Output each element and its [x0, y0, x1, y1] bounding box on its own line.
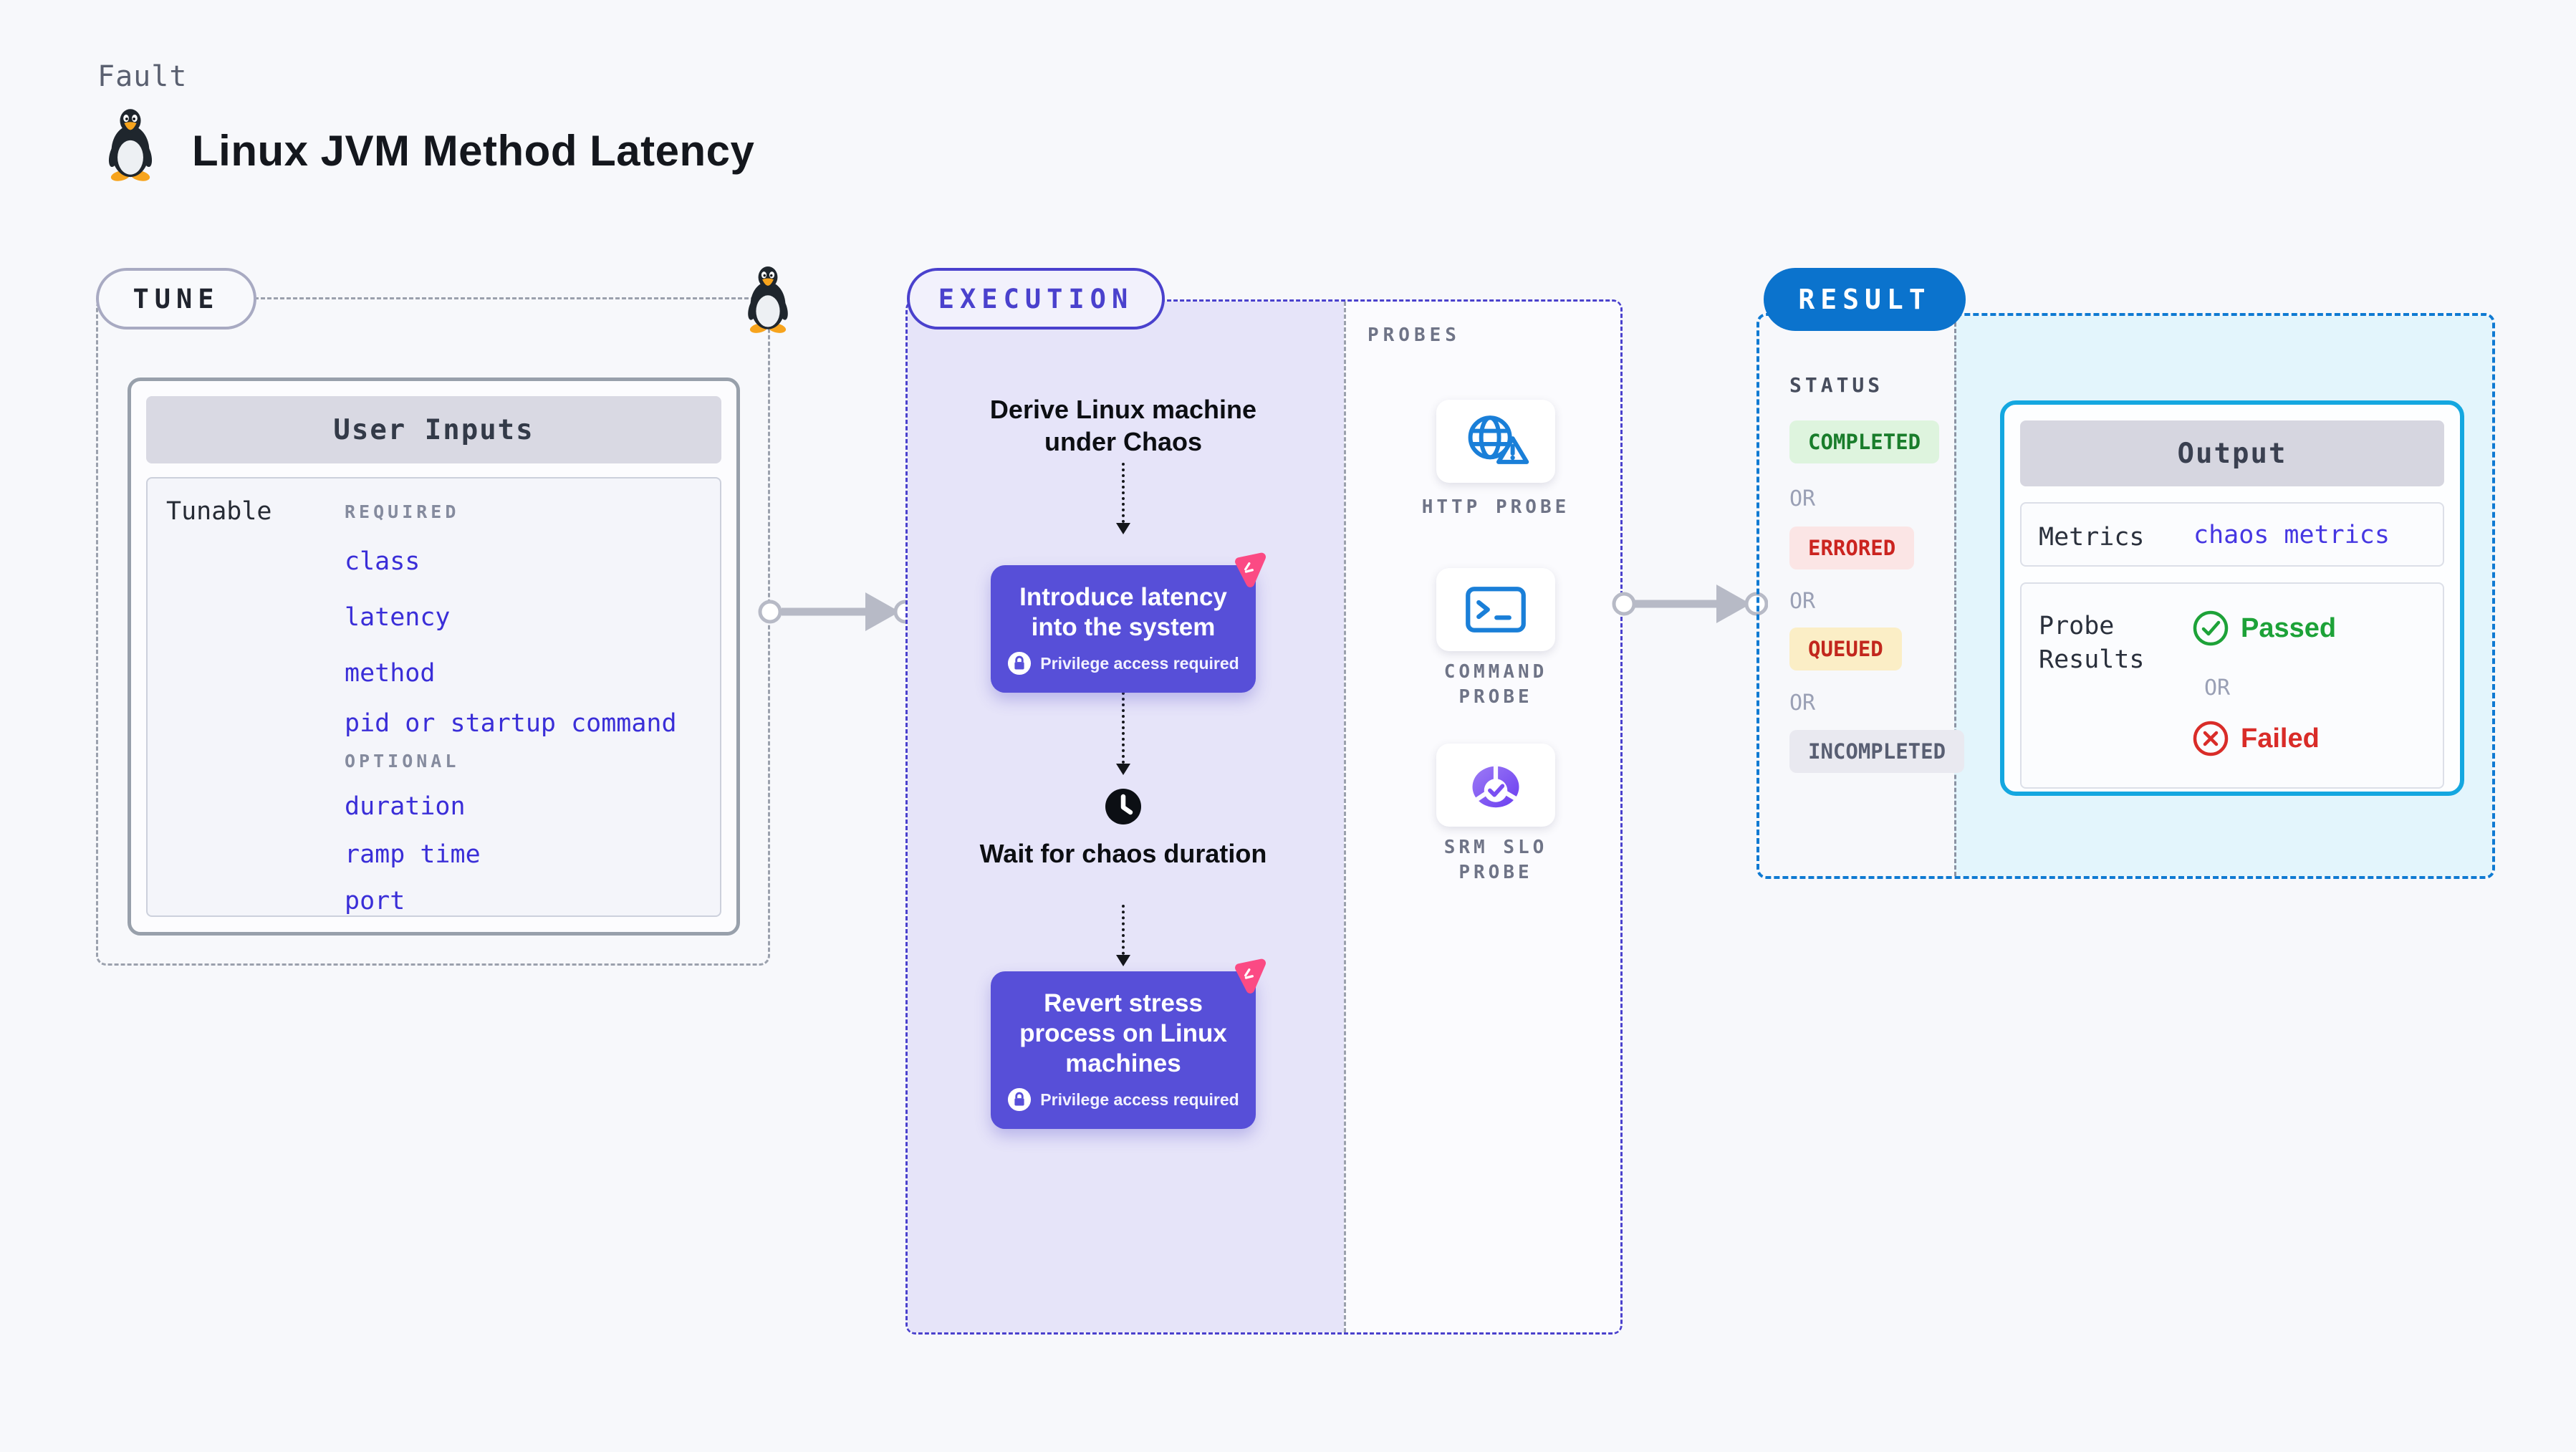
- output-table: Output Metrics chaos metrics Probe Resul…: [2000, 400, 2464, 796]
- slo-donut-check-icon: [1472, 764, 1519, 808]
- clock-icon: [1105, 788, 1142, 825]
- optional-group-label: OPTIONAL: [345, 751, 460, 771]
- tunable-link-class[interactable]: class: [345, 547, 420, 576]
- execution-badge: EXECUTION: [907, 268, 1165, 330]
- probe-results-label: Probe Results: [2039, 612, 2145, 675]
- flow-arrow-3: [1116, 905, 1130, 966]
- verdict-passed: Passed: [2192, 610, 2336, 647]
- result-badge: RESULT: [1764, 268, 1966, 331]
- check-circle-icon: [2193, 610, 2229, 646]
- http-probe-card: [1436, 400, 1555, 483]
- user-inputs-title: User Inputs: [146, 396, 721, 463]
- metrics-row: Metrics chaos metrics: [2020, 502, 2444, 567]
- tunable-link-latency[interactable]: latency: [345, 603, 451, 632]
- user-inputs-table: User Inputs Tunable REQUIRED class laten…: [128, 378, 740, 936]
- command-probe-card: [1436, 568, 1555, 651]
- http-probe-label: HTTP PROBE: [1421, 496, 1570, 518]
- x-circle-icon: [2193, 721, 2229, 756]
- action-introduce-latency: Introduce latency into the system Privil…: [991, 565, 1256, 693]
- linux-penguin-icon-small: [739, 264, 797, 334]
- metrics-label: Metrics: [2039, 523, 2145, 552]
- connector-arrow-execution-result: [1612, 585, 1768, 623]
- step-derive-text: Derive Linux machine under Chaos: [989, 395, 1257, 456]
- tunable-link-pid[interactable]: pid or startup command: [345, 709, 677, 738]
- execution-section: Derive Linux machine under Chaos Introdu…: [905, 299, 1623, 1335]
- or-separator: OR: [1789, 486, 1816, 511]
- required-group-label: REQUIRED: [345, 501, 460, 522]
- chaos-mark-icon: [1226, 547, 1269, 590]
- action-title: Introduce latency into the system: [1019, 583, 1227, 641]
- tunable-link-ramp-time[interactable]: ramp time: [345, 840, 481, 869]
- status-badge-errored: ERRORED: [1789, 527, 1915, 569]
- tune-section: [96, 297, 770, 966]
- metrics-value-link[interactable]: chaos metrics: [2193, 521, 2390, 549]
- probe-results-row: Probe Results Passed OR Failed: [2020, 582, 2444, 789]
- status-badge-completed: COMPLETED: [1789, 420, 1940, 463]
- tunable-link-method[interactable]: method: [345, 659, 436, 688]
- or-separator: OR: [1789, 691, 1816, 716]
- action-title: Revert stress process on Linux machines: [1019, 989, 1227, 1077]
- connector-arrow-tune-execution: [758, 592, 917, 631]
- flow-arrow-2: [1116, 692, 1130, 775]
- globe-alert-icon: [1468, 415, 1529, 464]
- or-separator: OR: [1789, 589, 1816, 614]
- flow-arrow-1: [1116, 463, 1130, 534]
- execution-probes-divider: [1344, 302, 1346, 1332]
- chaos-mark-icon: [1226, 953, 1269, 996]
- terminal-icon: [1466, 587, 1526, 633]
- privilege-note: Privilege access required: [1040, 1090, 1239, 1109]
- tunable-link-port[interactable]: port: [345, 887, 405, 915]
- status-badge-queued: QUEUED: [1789, 628, 1902, 670]
- privilege-note: Privilege access required: [1040, 653, 1239, 673]
- page-title: Linux JVM Method Latency: [192, 127, 755, 175]
- tune-badge: TUNE: [96, 268, 256, 330]
- output-title: Output: [2020, 420, 2444, 486]
- tunable-list: Tunable REQUIRED class latency method pi…: [146, 477, 721, 917]
- status-output-divider: [1954, 316, 1956, 876]
- lock-icon: [1008, 1087, 1032, 1112]
- fault-kind-label: Fault: [97, 60, 188, 93]
- tunable-link-duration[interactable]: duration: [345, 792, 466, 821]
- srm-slo-probe-label: SRM SLO PROBE: [1443, 837, 1548, 884]
- status-column-label: STATUS: [1789, 373, 1884, 397]
- result-section: STATUS COMPLETED OR ERRORED OR QUEUED OR…: [1756, 313, 2495, 879]
- probes-panel-label: PROBES: [1368, 324, 1461, 346]
- or-separator: OR: [2204, 675, 2231, 701]
- linux-penguin-icon: [99, 106, 162, 182]
- step-wait-text: Wait for chaos duration: [979, 839, 1267, 868]
- srm-slo-probe-card: [1436, 744, 1555, 827]
- command-probe-label: COMMAND PROBE: [1443, 661, 1548, 708]
- action-revert-stress: Revert stress process on Linux machines …: [991, 971, 1256, 1129]
- verdict-failed: Failed: [2192, 720, 2320, 757]
- status-badge-incompleted: INCOMPLETED: [1789, 730, 1965, 773]
- tunable-row-label: Tunable: [166, 497, 272, 526]
- lock-icon: [1008, 651, 1032, 675]
